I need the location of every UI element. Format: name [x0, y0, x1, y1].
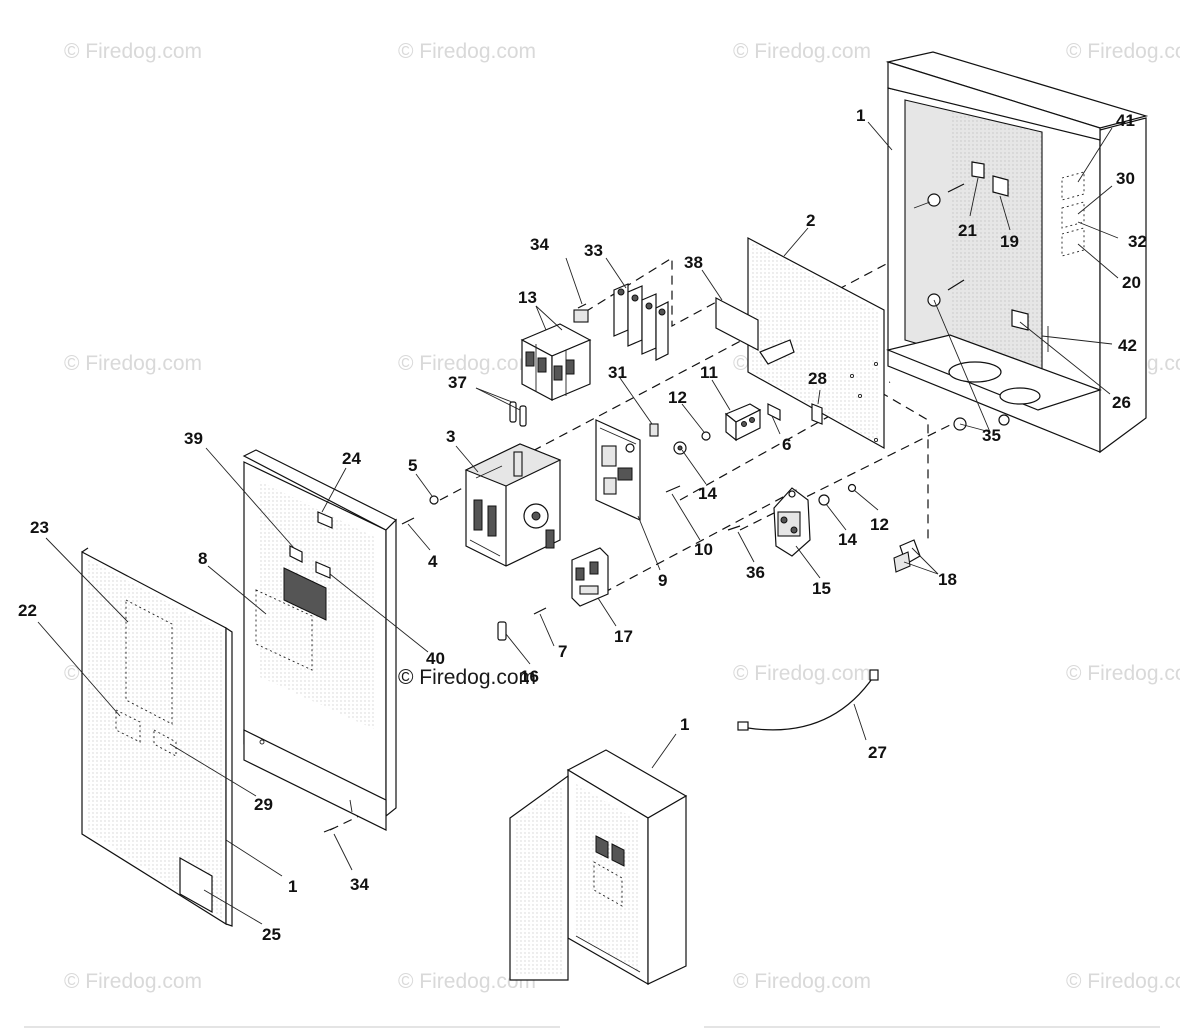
callout-16: 16	[520, 667, 539, 686]
watermark: © Firedog.com	[64, 40, 202, 63]
hardware-right	[727, 483, 857, 531]
terminal-block-11	[724, 403, 762, 442]
label-20	[1061, 227, 1085, 257]
callout-24: 24	[342, 449, 361, 468]
label-39	[289, 545, 303, 563]
label-28	[811, 403, 823, 425]
callout-20: 20	[1122, 273, 1141, 292]
callout-12: 12	[668, 388, 687, 407]
fuses	[509, 401, 527, 427]
watermark: © Firedog.com	[733, 40, 871, 63]
watermark: © Firedog.com	[1066, 40, 1180, 63]
label-8	[255, 589, 313, 671]
hardware-lower	[497, 607, 547, 641]
watermark: © Firedog.com	[733, 662, 871, 685]
callout-19: 19	[1000, 232, 1019, 251]
callout-29: 29	[254, 795, 273, 814]
callout-37: 37	[448, 373, 467, 392]
hardware-upper	[673, 431, 711, 455]
callout-23: 23	[30, 518, 49, 537]
label-21	[971, 161, 985, 179]
callout-4: 4	[428, 552, 438, 571]
callout-22: 22	[18, 601, 37, 620]
label-29	[153, 729, 177, 757]
sub-panel-38	[715, 297, 759, 351]
callout-38: 38	[684, 253, 703, 272]
callout-5: 5	[408, 456, 417, 475]
callout-11: 11	[700, 363, 718, 382]
callout-32: 32	[1128, 232, 1147, 251]
callout-1: 1	[856, 106, 865, 125]
callout-30: 30	[1116, 169, 1135, 188]
watermark: © Firedog.com	[64, 970, 202, 993]
callout-34: 34	[350, 875, 369, 894]
wire-harness-27	[737, 669, 879, 731]
hardware-left	[401, 495, 439, 525]
callout-2: 2	[806, 211, 815, 230]
watermark: © Firedog.com	[64, 352, 202, 375]
label-6	[767, 403, 781, 421]
leader-lines	[37, 121, 1119, 925]
callout-34: 34	[530, 235, 549, 254]
label-24	[317, 511, 333, 529]
callout-28: 28	[808, 369, 827, 388]
front-door-panel	[81, 547, 233, 927]
callout-10: 10	[694, 540, 713, 559]
watermark: © Firedog.com	[733, 970, 871, 993]
watermark: © Firedog.com	[1066, 662, 1180, 685]
callout-36: 36	[746, 563, 765, 582]
callout-3: 3	[446, 427, 455, 446]
callout-12: 12	[870, 515, 889, 534]
callout-14: 14	[838, 530, 857, 549]
callout-9: 9	[658, 571, 667, 590]
fuse-block-17	[571, 547, 609, 607]
label-41	[1061, 171, 1085, 201]
control-board	[595, 419, 681, 521]
enclosure-body	[885, 51, 1149, 454]
callout-31: 31	[608, 363, 627, 382]
label-25	[179, 856, 213, 914]
watermark-prominent: © Firedog.com	[398, 666, 536, 689]
breaker-assembly	[520, 309, 592, 401]
callout-40: 40	[426, 649, 445, 668]
callout-35: 35	[982, 426, 1001, 445]
watermark: © Firedog.com	[398, 352, 536, 375]
callout-18: 18	[938, 570, 957, 589]
callout-13: 13	[518, 288, 537, 307]
callout-42: 42	[1118, 336, 1137, 355]
callout-15: 15	[812, 579, 831, 598]
callout-27: 27	[868, 743, 887, 762]
connector-31	[649, 423, 659, 437]
label-40	[315, 561, 331, 579]
callout-25: 25	[262, 925, 281, 944]
callout-26: 26	[1112, 393, 1131, 412]
label-22	[115, 709, 141, 743]
clip-18	[893, 539, 921, 573]
callout-21: 21	[958, 221, 977, 240]
callout-6: 6	[782, 435, 791, 454]
callout-39: 39	[184, 429, 203, 448]
assembled-unit	[509, 749, 688, 986]
callout-7: 7	[558, 642, 567, 661]
label-19	[992, 175, 1009, 197]
callout-1: 1	[288, 877, 297, 896]
callout-14: 14	[698, 484, 717, 503]
door-frame	[242, 449, 398, 833]
watermark: © Firedog.com	[398, 970, 536, 993]
callout-layer: 1 41 30 32 20 21 19 42 26 35 2 34 33 38 …	[18, 106, 1147, 944]
callout-33: 33	[584, 241, 603, 260]
back-panel	[715, 237, 885, 450]
label-30	[1061, 201, 1085, 229]
callout-1: 1	[680, 715, 689, 734]
relay-15	[773, 487, 811, 557]
callout-41: 41	[1116, 111, 1135, 130]
watermark: © Firedog.com	[1066, 970, 1180, 993]
callout-8: 8	[198, 549, 207, 568]
terminal-strip	[577, 283, 669, 361]
watermark: © Firedog.com	[398, 40, 536, 63]
callout-17: 17	[614, 627, 633, 646]
controller-assembly	[464, 443, 562, 567]
label-23	[125, 599, 173, 725]
